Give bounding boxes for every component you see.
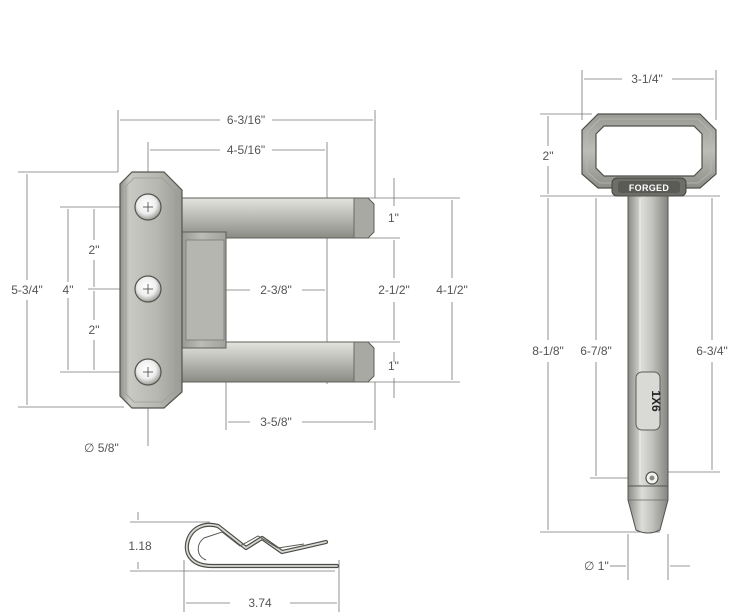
hitch-pin-shaft — [627, 195, 669, 487]
dim-overall-height: 5-3/4" — [11, 283, 43, 297]
dim-clip-height: 1.18 — [128, 539, 152, 553]
dim-pin-overall-length: 8-1/8" — [532, 344, 564, 358]
hairpin-dimension-lines — [130, 512, 340, 612]
dim-tongue-length: 4-5/16" — [227, 143, 265, 157]
hitch-pin-handle — [581, 113, 717, 189]
dim-clip-length: 3.74 — [248, 596, 272, 610]
hitch-pin-tip — [627, 485, 669, 534]
dim-hole-span: 4" — [63, 283, 74, 297]
dim-gap-between-legs: 2-1/2" — [378, 283, 410, 297]
hitch-pin-view: FORGED 1X6 3-1/4" 2" 8-1/8" 6-7/8" 6-3/4… — [532, 70, 728, 580]
dim-outer-height: 4-1/2" — [436, 283, 468, 297]
dim-leg-length: 3-5/8" — [260, 415, 292, 429]
dim-inner-opening: 2-3/8" — [260, 283, 292, 297]
hairpin-clip-view: 1.18 3.74 — [128, 512, 340, 612]
dim-leg-thickness-lower: 1" — [388, 359, 399, 373]
clevis-body — [119, 171, 375, 409]
dim-handle-height: 2" — [543, 149, 554, 163]
clevis-dimension-lines — [18, 110, 460, 446]
dim-overall-width: 6-3/16" — [227, 113, 265, 127]
dim-leg-thickness-upper: 1" — [388, 211, 399, 225]
dim-hole-spacing-upper: 2" — [89, 243, 100, 257]
dim-hole-diameter: ∅ 5/8" — [84, 441, 119, 455]
dim-pin-diameter: ∅ 1" — [584, 559, 609, 573]
dim-pin-shaft-length: 6-3/4" — [696, 344, 728, 358]
clevis-upper-leg — [179, 197, 355, 239]
hitch-pin-size-stamp: 1X6 — [649, 390, 663, 412]
dim-handle-width: 3-1/4" — [631, 72, 663, 86]
clevis-lower-leg — [179, 341, 355, 383]
clevis-upper-leg-tip — [353, 197, 375, 239]
clevis-lower-leg-tip — [353, 341, 375, 383]
dim-pin-usable-length: 6-7/8" — [580, 344, 612, 358]
clevis-view: 6-3/16" 4-5/16" 5-3/4" 4" 2" 2" 2-3/8" 1… — [11, 110, 468, 455]
hitch-pin-size-stamp-plate — [635, 371, 661, 431]
dim-hole-spacing-lower: 2" — [89, 323, 100, 337]
hitch-pin-forged-stamp: FORGED — [629, 183, 670, 193]
